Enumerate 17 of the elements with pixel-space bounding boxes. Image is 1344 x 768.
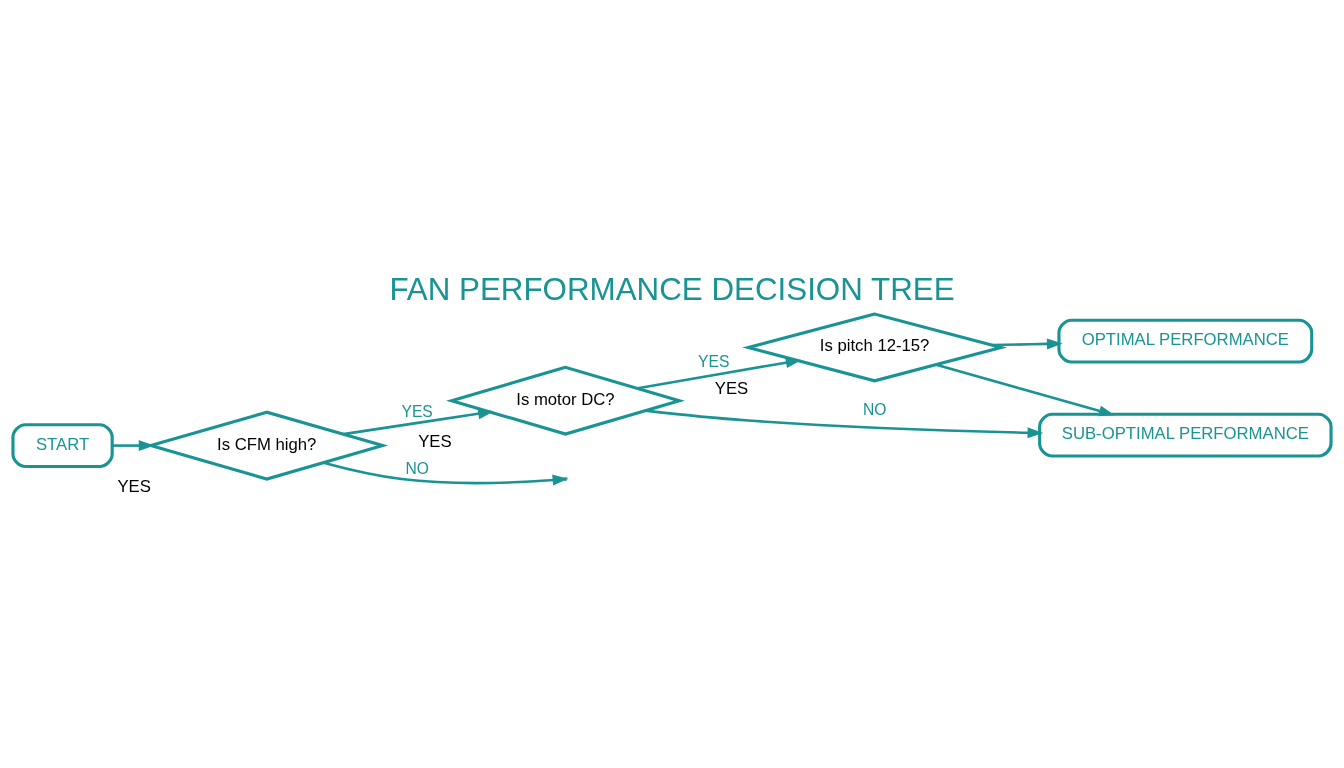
node-box: START [11,422,114,468]
node-diamond: Is pitch 12-15? [742,311,1008,382]
edge-label: YES [401,402,433,420]
arrow [323,461,569,485]
arrow [992,337,1063,349]
diagram-title: FAN PERFORMANCE DECISION TREE [389,271,955,307]
edge-label: NO [405,459,429,477]
arrow [343,407,494,435]
node-box: OPTIMAL PERFORMANCE [1057,318,1314,364]
arrow [637,356,802,390]
edge-label: NO [862,400,887,418]
arrow [935,362,1115,416]
node-box: SUB-OPTIMAL PERFORMANCE [1038,412,1333,458]
arrow [645,408,1044,438]
node-diamond: Is motor DC? [446,365,685,436]
edge-label: YES [698,352,730,370]
node-label: YES [117,476,151,496]
